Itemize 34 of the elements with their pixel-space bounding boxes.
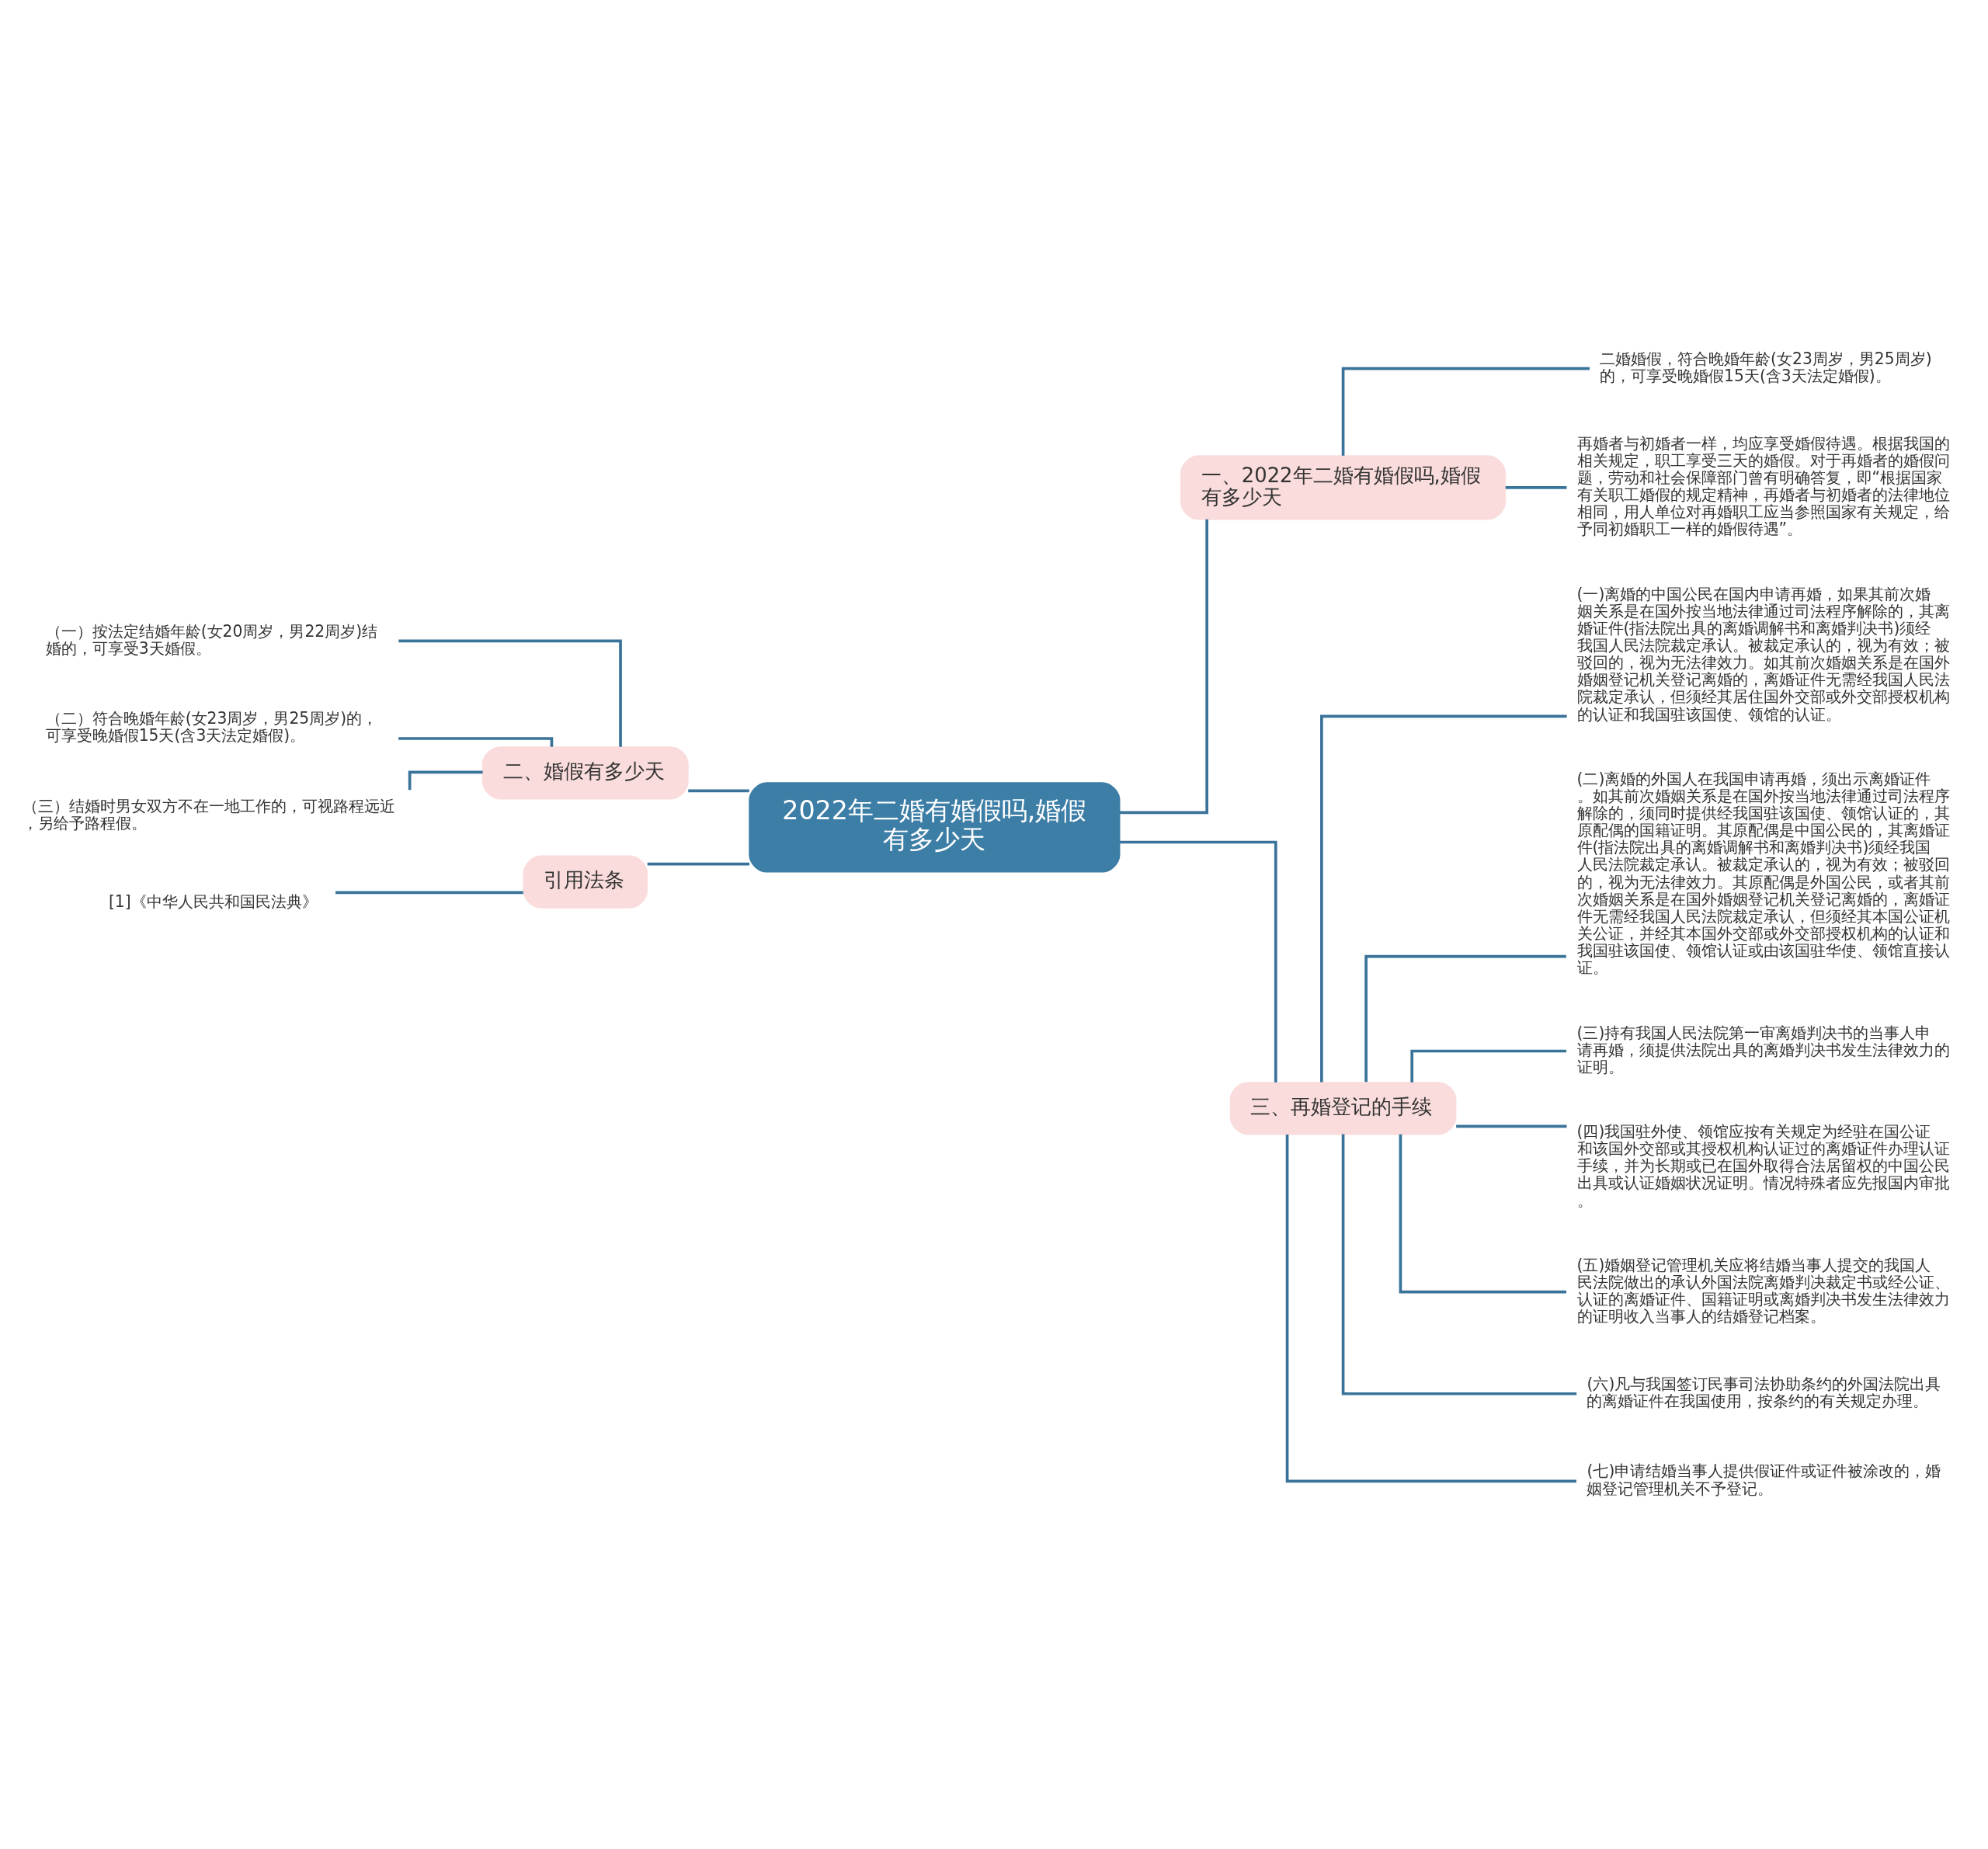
node-text: (四)我国驻外使、领馆应按有关规定为经驻在国公证和该国外交部或其授权机构认证过的离婚证件办理认证手续，并为长期或已在国外取得合法居留权的中国公民出具或认证婚姻状况证明。情况特殊者应先报国内审批。 — [1576, 1121, 1950, 1210]
connector — [1410, 1049, 1567, 1083]
connector — [1364, 954, 1566, 1082]
node-text: (五)婚姻登记管理机关应将结婚当事人提交的我国人民法院做出的承认外国法院离婚判决裁定书或经公证、认证的离婚证件、国籍证明或离婚判决书发生法律效力的证明收入当事人的结婚登记档案。 — [1576, 1255, 1950, 1326]
connector — [398, 736, 554, 747]
node-text: [1]《中华人民共和国民法典》 — [108, 891, 318, 911]
node-text: 二婚婚假，符合晚婚年龄(女23周岁，男25周岁)的，可享受晚婚假15天(含3天法定婚假)。 — [1600, 349, 1932, 385]
node-text: (六)凡与我国签订民事司法协助条约的外国法院出具的离婚证件在我国使用，按条约的有关规定办理。 — [1587, 1374, 1941, 1410]
node-box: 引用法条 — [523, 854, 648, 909]
connector — [1119, 840, 1277, 1083]
connector — [1119, 519, 1209, 814]
node-box: 一、2022年二婚有婚假吗,婚假有多少天 — [1180, 454, 1507, 520]
connector — [688, 789, 749, 792]
connector — [1399, 1134, 1566, 1293]
connector — [647, 862, 750, 865]
node-text: (二)离婚的外国人在我国申请再婚，须出示离婚证件。如其前次婚姻关系是在国外按当地法律通过司法程序解除的，须同时提供经我国驻该国使、领馆认证的，其原配偶的国籍证明。其原配偶是中国公民的，其离婚证件(指法院出具的离婚调解书和离婚判决书)须经我国人民法院裁定承认。被裁定承认的，视为有效；被驳回的，视为无法律效力。其原配偶是外国公民，或者其前次婚姻关系是在国外婚姻登记机关登记离婚的，离婚证件无需经我国人民法院裁定承认，但须经其本国公证机关公证，并经其本国外交部或外交部授权机构的认证和我国驻该国使、领馆认证或由该国驻华使、领馆直接认证。 — [1576, 769, 1950, 977]
node-box: 2022年二婚有婚假吗,婚假有多少天 — [749, 781, 1121, 873]
node-text: （二）符合晚婚年龄(女23周岁，男25周岁)的，可享受晚婚假15天(含3天法定婚假)。 — [45, 708, 378, 745]
connector — [1456, 1124, 1567, 1128]
connector — [1341, 367, 1590, 456]
connector — [1505, 485, 1567, 489]
node-text: 再婚者与初婚者一样，均应享受婚假待遇。根据我国的相关规定，职工享受三天的婚假。对于再婚者的婚假问题，劳动和社会保障部门曾有明确答复，即“根据国家有关职工婚假的规定精神，再婚者与初婚者的法律地位相同，用人单位对再婚职工应当参照国家有关规定，给予同初婚职工一样的婚假待遇”。 — [1576, 433, 1950, 538]
connector — [1341, 1134, 1577, 1395]
connector — [1320, 714, 1567, 1082]
node-text: （一）按法定结婚年龄(女20周岁，男22周岁)结婚的，可享受3天婚假。 — [45, 621, 378, 658]
node-text: （三）结婚时男女双方不在一地工作的，可视路程远近，另给予路程假。 — [23, 796, 396, 832]
connector — [335, 891, 523, 894]
node-text: (一)离婚的中国公民在国内申请再婚，如果其前次婚姻关系是在国外按当地法律通过司法程序解除的，其离婚证件(指法院出具的离婚调解书和离婚判决书)须经我国人民法院裁定承认。被裁定承认的，视为有效；被驳回的，视为无法律效力。如其前次婚姻关系是在国外婚姻登记机关登记离婚的，离婚证件无需经我国人民法院裁定承认，但须经其居住国外交部或外交部授权机构的认证和我国驻该国使、领馆的认证。 — [1576, 584, 1950, 724]
node-box: 三、再婚登记的手续 — [1229, 1081, 1457, 1135]
node-text: (七)申请结婚当事人提供假证件或证件被涂改的，婚姻登记管理机关不予登记。 — [1587, 1461, 1941, 1498]
node-box: 二、婚假有多少天 — [481, 746, 689, 799]
connector — [398, 639, 622, 747]
node-text: (三)持有我国人民法院第一审离婚判决书的当事人申请再婚，须提供法院出具的离婚判决书发生法律效力的证明。 — [1576, 1022, 1950, 1076]
connector — [1285, 1134, 1576, 1482]
